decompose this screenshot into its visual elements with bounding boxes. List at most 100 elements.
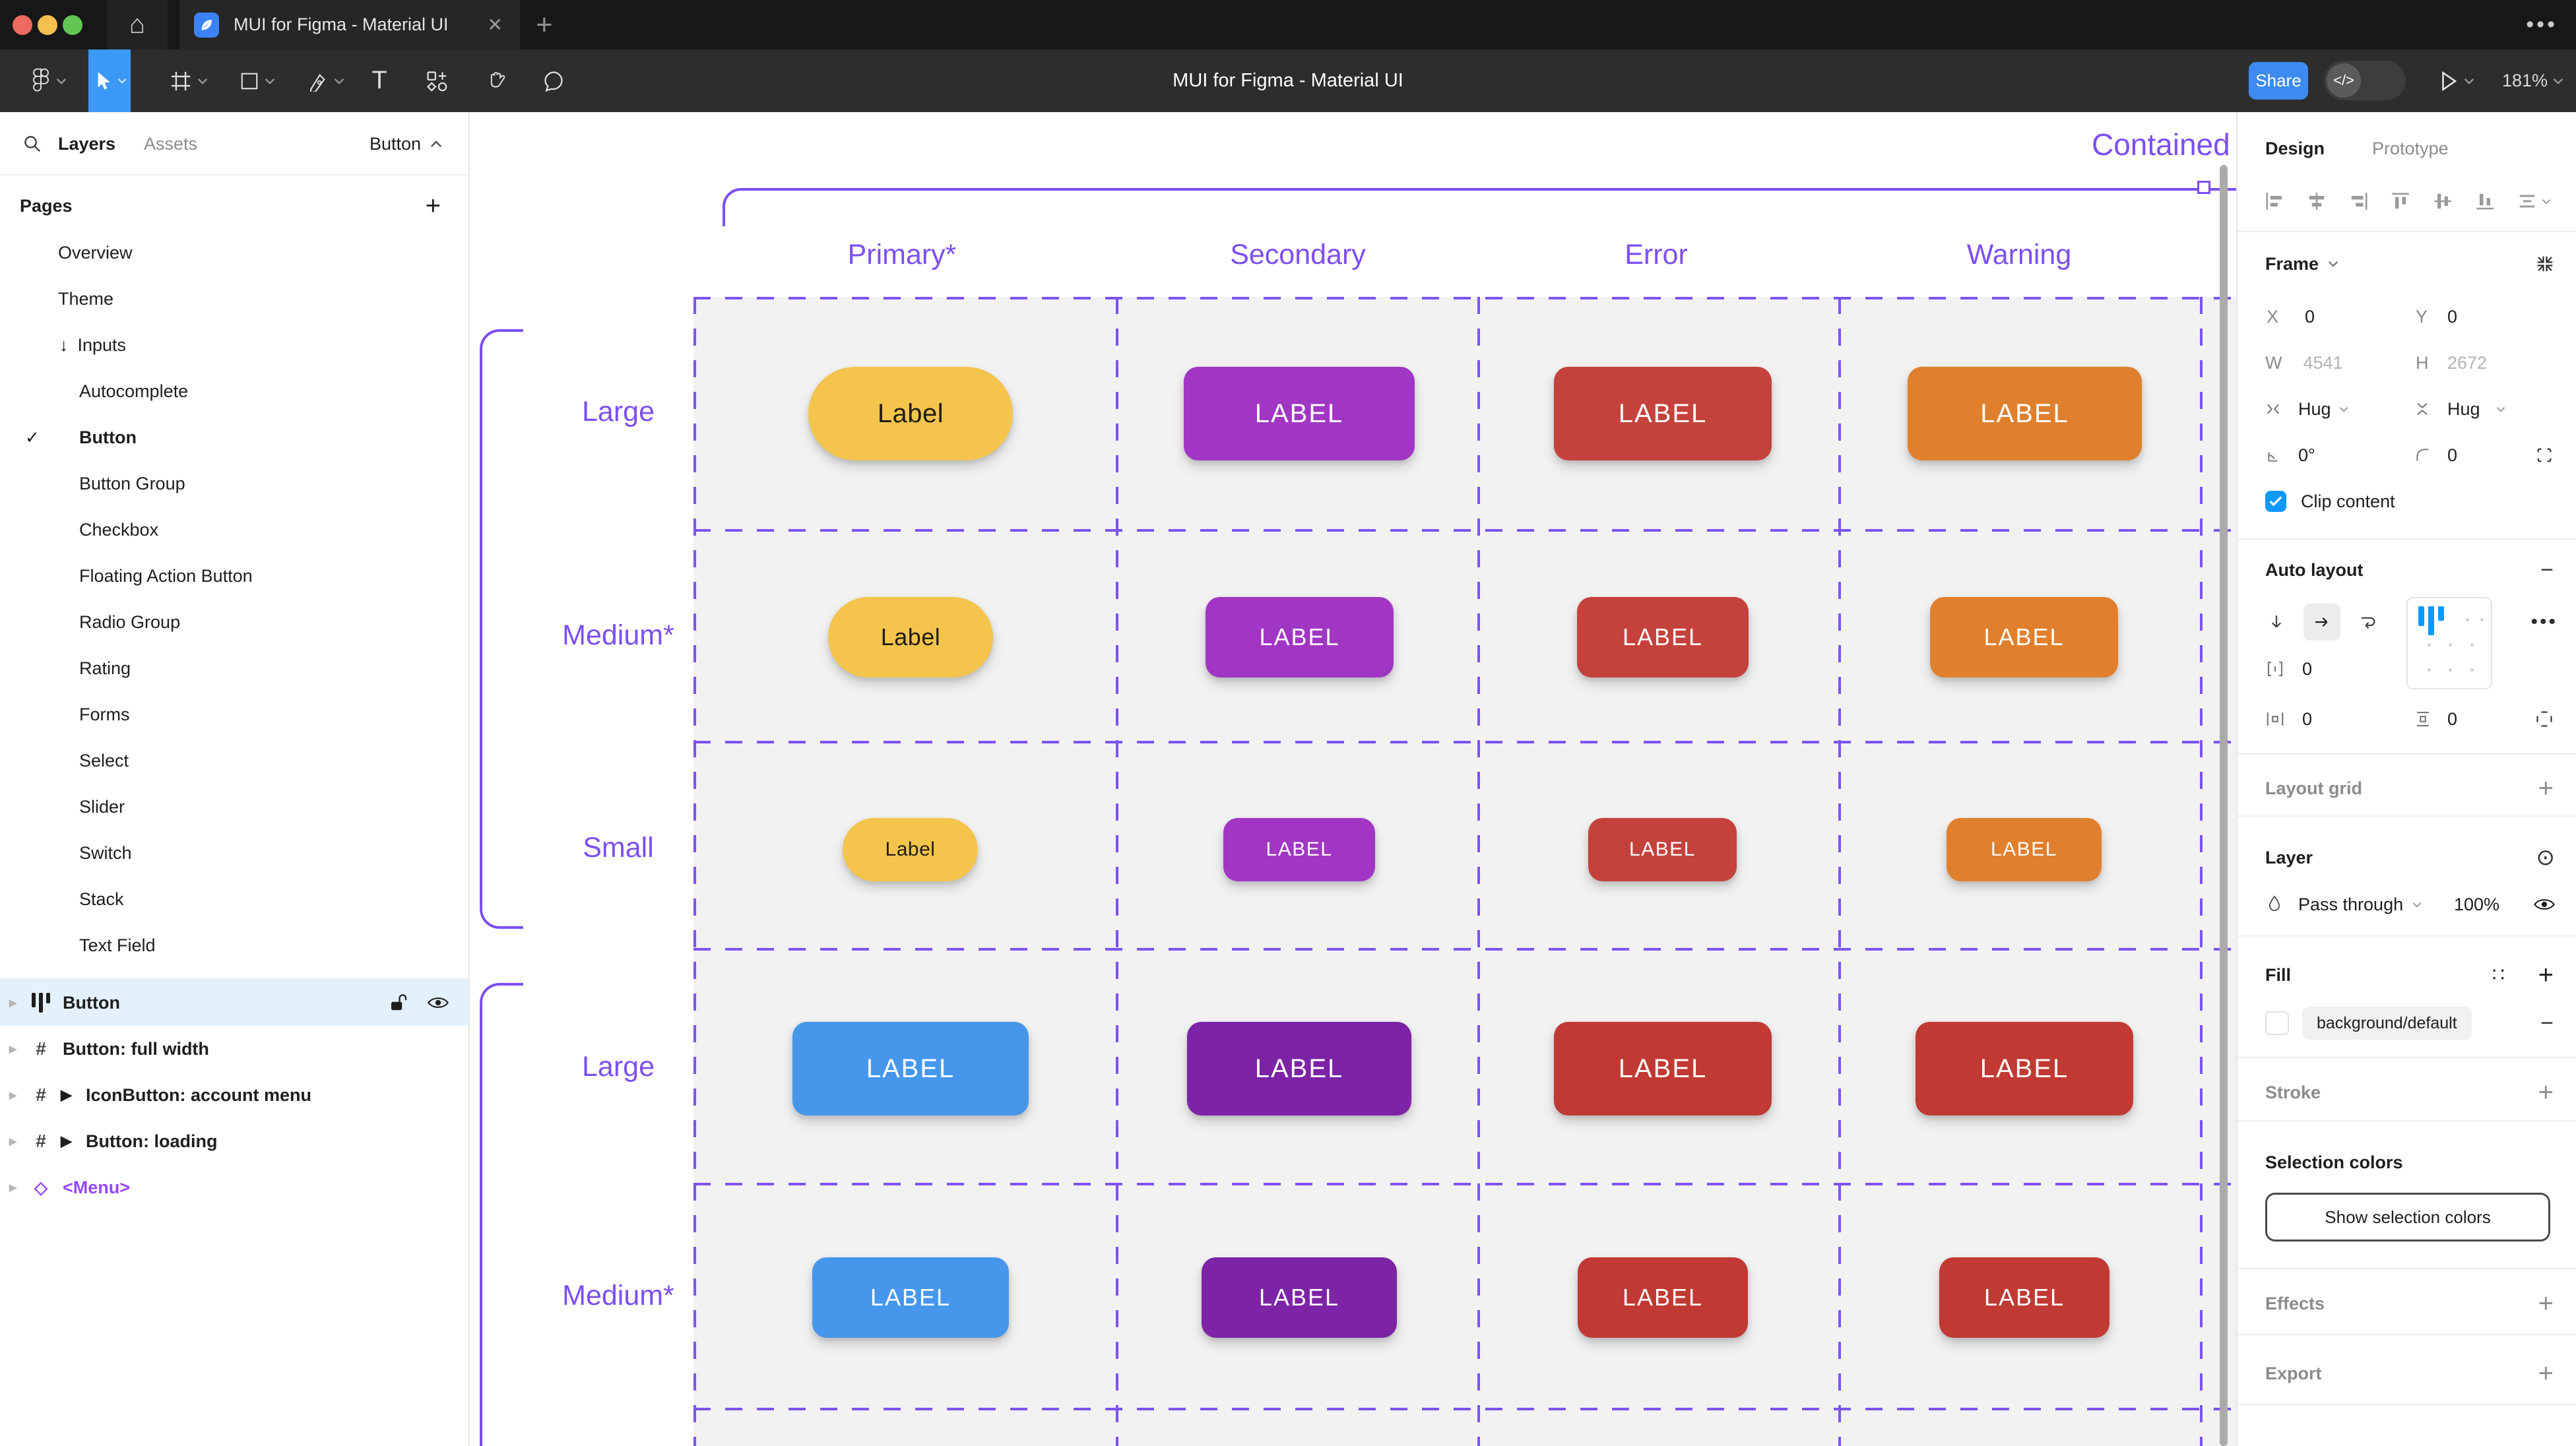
independent-padding-icon[interactable] [2535, 710, 2554, 728]
traffic-close-button[interactable] [13, 15, 32, 35]
tab-layers[interactable]: Layers [58, 133, 116, 154]
layer-row-button-full-width[interactable]: ▸ # Button: full width [9, 1038, 209, 1059]
button-medium-primary[interactable]: Label [828, 597, 993, 677]
button-medium-secondary[interactable]: LABEL [1206, 597, 1394, 677]
gap-input[interactable]: 0 [2302, 658, 2313, 679]
show-selection-colors-button[interactable]: Show selection colors [2265, 1193, 2550, 1242]
page-item-theme[interactable]: Theme [58, 288, 114, 309]
button-medium-error[interactable]: LABEL [1577, 597, 1749, 677]
text-tool-button[interactable]: T [356, 49, 402, 112]
button-large-error[interactable]: LABEL [1554, 367, 1772, 460]
page-item-forms[interactable]: Forms [79, 704, 130, 724]
vertical-padding-input[interactable]: 0 [2447, 708, 2458, 729]
page-item-radio-group[interactable]: Radio Group [79, 612, 181, 632]
h-input[interactable]: 2672 [2447, 352, 2488, 373]
page-item-rating[interactable]: Rating [79, 658, 131, 678]
canvas-scrollbar[interactable] [2220, 165, 2228, 1446]
auto-layout-more-icon[interactable]: ••• [2530, 611, 2558, 633]
share-button[interactable]: Share [2249, 62, 2308, 100]
frame-tool-button[interactable] [157, 49, 220, 112]
align-h-center-icon[interactable] [2306, 191, 2327, 212]
frame-title[interactable]: Contained [2092, 127, 2230, 162]
layer-row-iconbutton-account-menu[interactable]: ▸ # ▶ IconButton: account menu [9, 1084, 311, 1105]
column-header-warning[interactable]: Warning [1966, 239, 2072, 270]
button-large-default-error[interactable]: LABEL [1554, 1022, 1772, 1116]
document-tab[interactable]: MUI for Figma - Material UI ✕ [179, 0, 520, 49]
button-small-secondary[interactable]: LABEL [1223, 818, 1375, 881]
button-medium-default-warning[interactable]: LABEL [1939, 1257, 2109, 1338]
button-large-default-secondary[interactable]: LABEL [1187, 1022, 1411, 1116]
add-page-button[interactable]: + [425, 191, 441, 220]
button-large-primary[interactable]: Label [808, 367, 1013, 460]
window-more-icon[interactable]: ••• [2526, 12, 2558, 37]
row-label-medium[interactable]: Medium* [562, 619, 674, 651]
button-large-secondary[interactable]: LABEL [1184, 367, 1415, 460]
button-small-warning[interactable]: LABEL [1947, 818, 2102, 881]
present-button[interactable] [2439, 49, 2474, 112]
layer-row-button-loading[interactable]: ▸ # ▶ Button: loading [9, 1131, 218, 1151]
disclosure-icon[interactable]: ▸ [9, 994, 17, 1011]
add-fill-button[interactable]: + [2538, 960, 2554, 990]
remove-auto-layout-button[interactable]: − [2540, 557, 2554, 582]
align-right-icon[interactable] [2348, 191, 2369, 212]
add-stroke-button[interactable]: + [2538, 1077, 2554, 1107]
add-layout-grid-button[interactable]: + [2538, 773, 2554, 803]
page-item-text-field[interactable]: Text Field [79, 935, 156, 955]
button-large-default-primary[interactable]: LABEL [792, 1022, 1029, 1116]
clip-content-checkbox[interactable] [2265, 491, 2286, 512]
fill-color-swatch[interactable] [2265, 1011, 2289, 1035]
page-item-button[interactable]: ✓ Button [25, 427, 137, 447]
eye-icon[interactable] [2534, 897, 2555, 912]
traffic-zoom-button[interactable] [63, 15, 82, 35]
new-tab-button[interactable]: + [536, 8, 553, 41]
align-v-center-icon[interactable] [2432, 191, 2453, 212]
auto-layout-alignment-widget[interactable] [2406, 597, 2492, 689]
traffic-minimize-button[interactable] [38, 15, 57, 35]
home-button[interactable]: ⌂ [107, 0, 168, 49]
page-item-autocomplete[interactable]: Autocomplete [79, 381, 189, 401]
layout-horizontal-icon[interactable] [2303, 604, 2340, 641]
button-small-primary[interactable]: Label [843, 818, 978, 881]
search-icon[interactable] [22, 112, 42, 175]
page-item-slider[interactable]: Slider [79, 796, 125, 817]
layout-wrap-icon[interactable] [2358, 612, 2379, 632]
tab-design[interactable]: Design [2265, 138, 2325, 158]
button-large-default-warning[interactable]: LABEL [1916, 1022, 2133, 1116]
button-medium-default-secondary[interactable]: LABEL [1202, 1257, 1397, 1338]
main-menu-button[interactable] [17, 49, 80, 112]
column-header-primary[interactable]: Primary* [847, 239, 957, 270]
row-label-medium-2[interactable]: Medium* [562, 1280, 674, 1311]
column-header-secondary[interactable]: Secondary [1230, 239, 1366, 270]
page-item-stack[interactable]: Stack [79, 889, 124, 909]
scope-dropdown[interactable]: Button [370, 112, 442, 175]
hug-v-select[interactable]: Hug [2447, 398, 2480, 419]
selection-handle[interactable] [2197, 181, 2210, 194]
y-input[interactable]: 0 [2447, 306, 2458, 327]
tab-assets[interactable]: Assets [144, 133, 198, 154]
button-large-warning[interactable]: LABEL [1908, 367, 2142, 460]
comment-tool-button[interactable] [528, 49, 581, 112]
shape-tool-button[interactable] [226, 49, 289, 112]
row-label-small[interactable]: Small [583, 832, 654, 864]
align-bottom-icon[interactable] [2474, 191, 2496, 212]
row-label-large[interactable]: Large [582, 396, 655, 427]
tab-prototype[interactable]: Prototype [2372, 138, 2449, 158]
page-item-checkbox[interactable]: Checkbox [79, 519, 159, 540]
independent-corners-icon[interactable] [2535, 446, 2554, 464]
button-medium-warning[interactable]: LABEL [1930, 597, 2118, 677]
pen-tool-button[interactable] [294, 49, 358, 112]
unlock-icon[interactable] [389, 993, 406, 1013]
opacity-input[interactable]: 100% [2453, 894, 2499, 914]
align-top-icon[interactable] [2390, 191, 2411, 212]
page-item-select[interactable]: Select [79, 750, 129, 770]
column-header-error[interactable]: Error [1625, 239, 1688, 270]
button-medium-default-error[interactable]: LABEL [1578, 1257, 1748, 1338]
eye-icon[interactable] [428, 995, 449, 1010]
page-item-button-group[interactable]: Button Group [79, 473, 185, 493]
distribute-menu-icon[interactable] [2517, 191, 2551, 212]
disclosure-icon[interactable]: ▸ [9, 1040, 17, 1057]
align-left-icon[interactable] [2264, 191, 2285, 212]
move-tool-button[interactable] [88, 49, 131, 112]
disclosure-icon[interactable]: ▸ [9, 1179, 17, 1195]
blend-mode-select[interactable]: Pass through [2298, 894, 2404, 914]
